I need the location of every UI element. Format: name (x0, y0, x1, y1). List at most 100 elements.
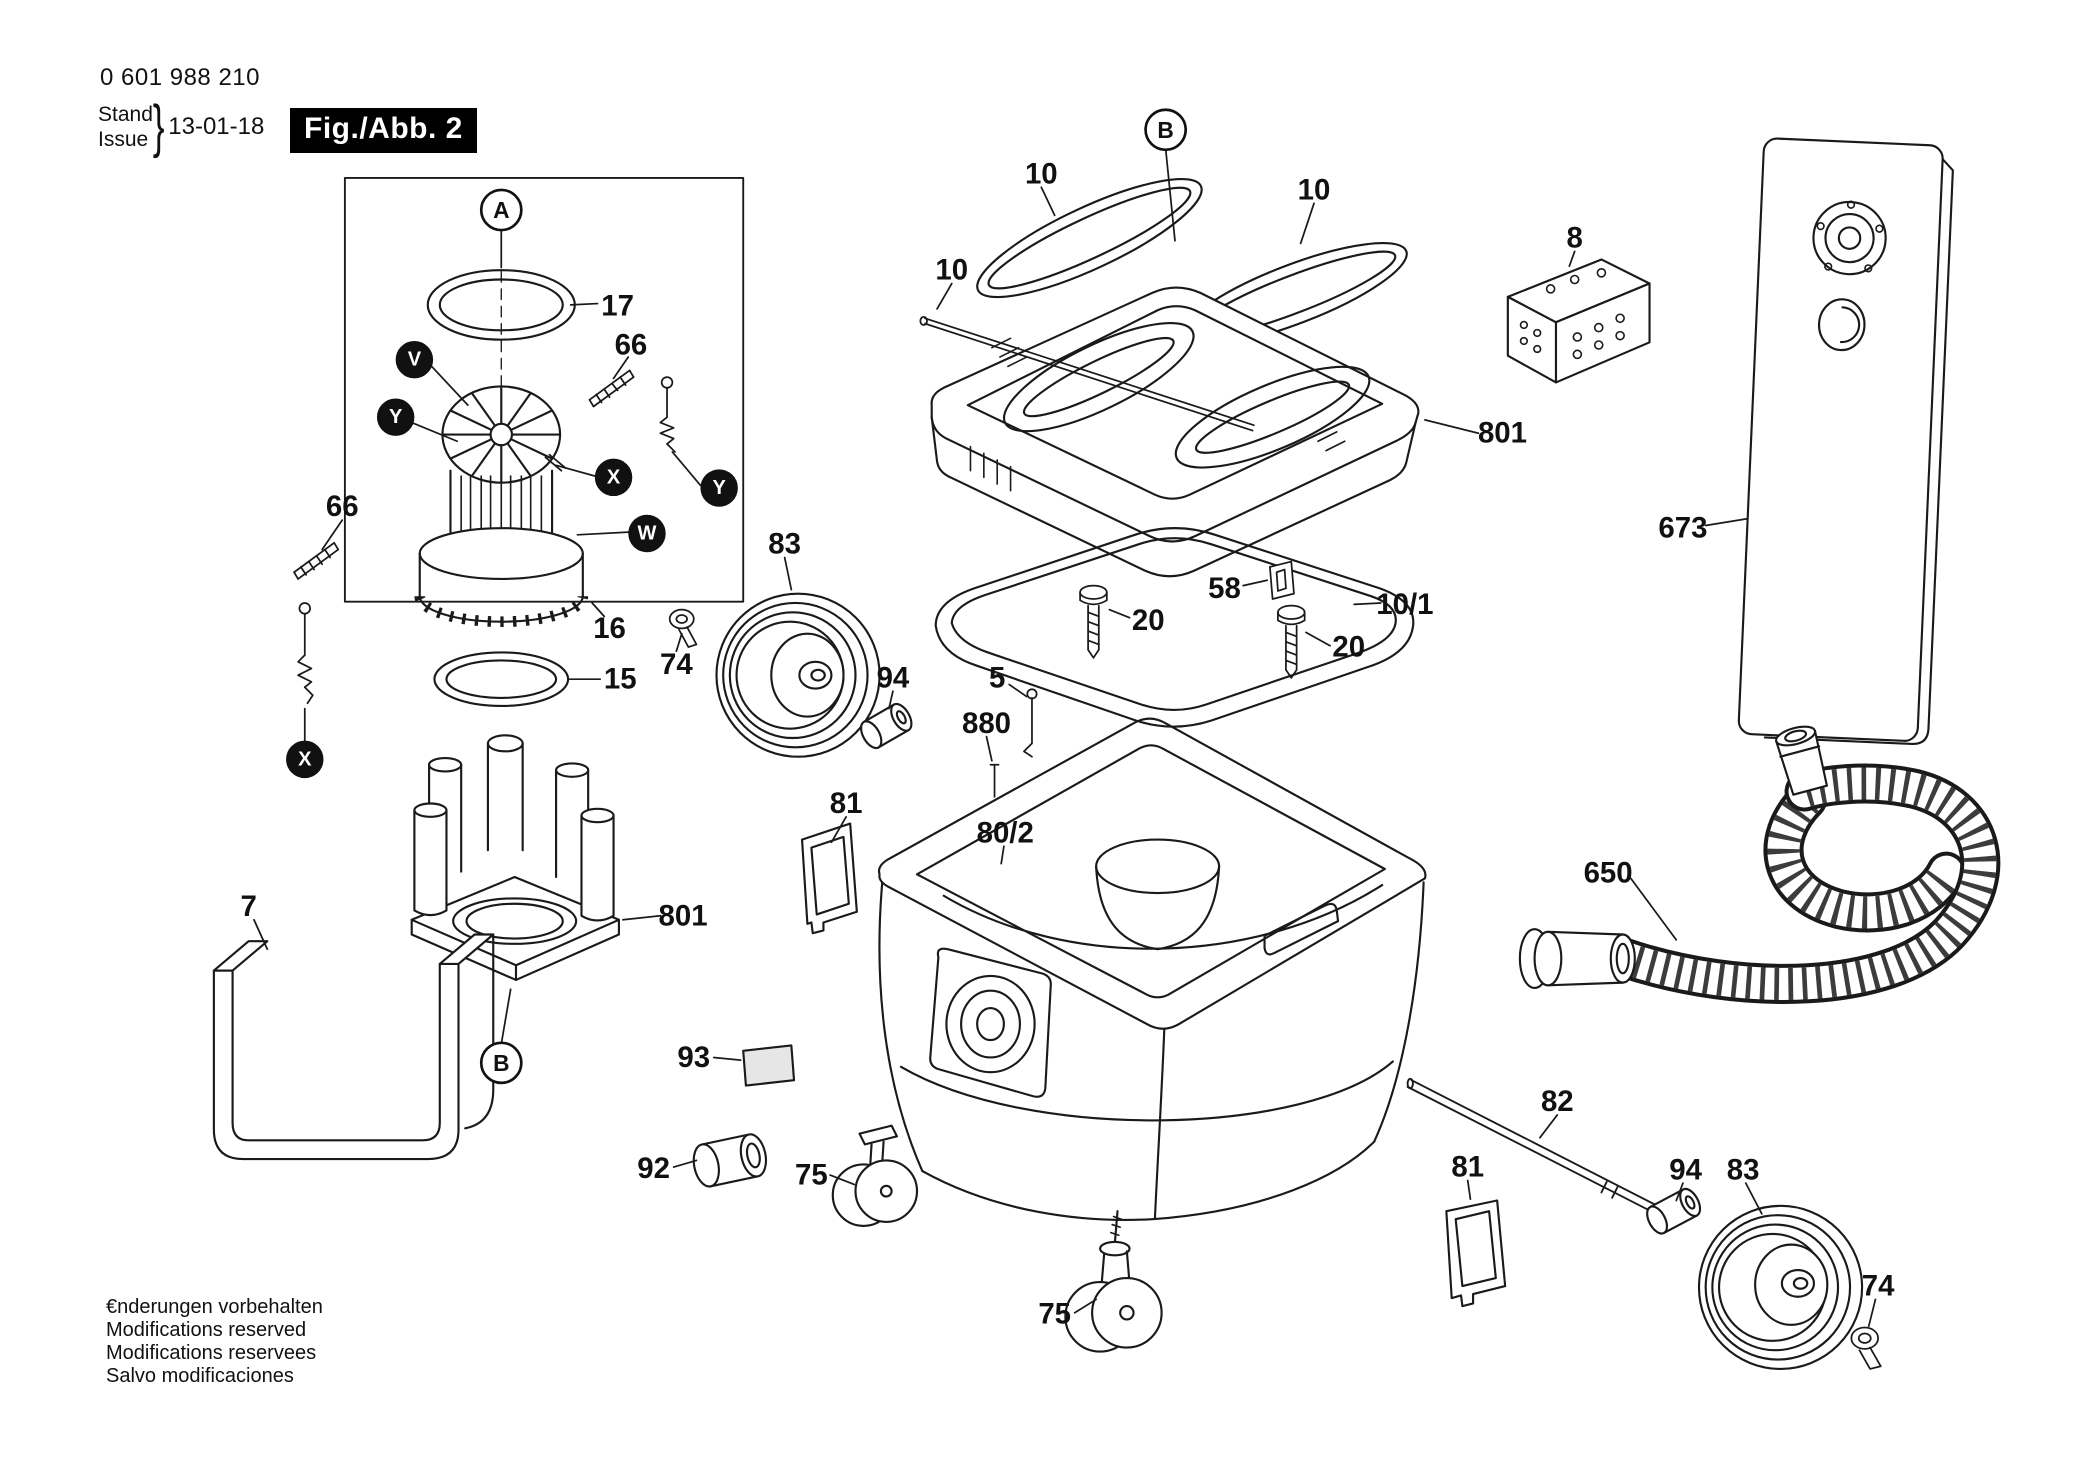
callout-82: 82 (1541, 1085, 1574, 1118)
sealing-ring-15 (433, 651, 570, 707)
spring-pin-right (659, 376, 676, 453)
document-number: 0 601 988 210 (100, 64, 260, 91)
svg-text:V: V (408, 349, 422, 371)
callout-74: 74 (1862, 1270, 1895, 1303)
plate-81-bottom (1445, 1199, 1507, 1308)
callout-W: W (628, 514, 666, 553)
brace-glyph: } (152, 94, 165, 159)
svg-text:66: 66 (326, 490, 359, 523)
callout-10: 10 (935, 254, 968, 287)
revision-block: Stand Issue } 13-01-18 (98, 94, 265, 159)
footer-notes: €nderungen vorbehalten Modifications res… (106, 1296, 323, 1388)
svg-text:94: 94 (877, 661, 910, 694)
svg-text:20: 20 (1132, 604, 1165, 637)
callout-66: 66 (615, 329, 648, 362)
callout-801: 801 (1478, 417, 1527, 450)
callout-75: 75 (1038, 1298, 1071, 1331)
callout-5: 5 (989, 661, 1005, 694)
frame-16 (343, 176, 745, 603)
callout-58: 58 (1208, 572, 1241, 605)
svg-text:880: 880 (962, 707, 1011, 740)
svg-text:X: X (607, 466, 621, 488)
callout-66: 66 (326, 490, 359, 523)
callout-16: 16 (593, 612, 626, 645)
screw-66-left (293, 541, 340, 580)
gasket-10-1 (934, 527, 1415, 728)
svg-text:10: 10 (1298, 173, 1331, 206)
svg-text:15: 15 (604, 663, 637, 696)
roller-94-bottom (1646, 1187, 1702, 1235)
callout-93: 93 (677, 1041, 710, 1074)
callout-17: 17 (601, 290, 634, 323)
callout-94: 94 (877, 661, 910, 694)
svg-text:10/1: 10/1 (1376, 588, 1433, 621)
callout-Y: Y (376, 398, 415, 436)
svg-text:83: 83 (1727, 1153, 1760, 1186)
callout-81: 81 (830, 787, 863, 820)
screw-20-left (1079, 584, 1108, 659)
svg-text:A: A (493, 197, 509, 223)
screw-20-right (1277, 604, 1306, 679)
svg-text:81: 81 (1451, 1151, 1484, 1184)
callout-20: 20 (1332, 631, 1365, 664)
hose-cuff-left (1518, 928, 1636, 990)
svg-text:94: 94 (1669, 1153, 1702, 1186)
wheel-83-bottom (1697, 1204, 1864, 1371)
svg-text:66: 66 (615, 329, 648, 362)
svg-text:74: 74 (1862, 1270, 1895, 1303)
clip-58 (1269, 560, 1295, 600)
plate-93 (742, 1044, 796, 1087)
lid-801 (930, 286, 1420, 578)
callout-75: 75 (795, 1159, 828, 1192)
pin-5 (1023, 688, 1038, 758)
seal-10-left (976, 178, 1203, 299)
callout-10-1: 10/1 (1376, 588, 1433, 621)
svg-text:10: 10 (1025, 157, 1058, 190)
svg-text:83: 83 (768, 528, 801, 561)
callout-880: 880 (962, 707, 1011, 740)
callout-81: 81 (1451, 1151, 1484, 1184)
callout-V: V (395, 340, 434, 379)
screw-74-bottom (1850, 1326, 1882, 1370)
base-stand-801 (410, 734, 620, 982)
svg-text:82: 82 (1541, 1085, 1574, 1118)
svg-text:7: 7 (240, 890, 256, 923)
screw-74-top (668, 608, 698, 648)
fitting-92 (692, 1133, 768, 1188)
svg-text:650: 650 (1584, 857, 1633, 890)
svg-text:75: 75 (795, 1159, 828, 1192)
callout-8: 8 (1566, 222, 1582, 255)
hose-cuff-top (1775, 725, 1828, 796)
callout-10: 10 (1298, 173, 1331, 206)
svg-text:74: 74 (660, 648, 693, 681)
axle-82 (1406, 1077, 1660, 1215)
callout-20: 20 (1132, 604, 1165, 637)
svg-text:58: 58 (1208, 572, 1241, 605)
callout-10: 10 (1025, 157, 1058, 190)
footer-line-de: €nderungen vorbehalten (106, 1296, 323, 1318)
leader-lines (253, 147, 1877, 1328)
svg-text:W: W (638, 522, 657, 544)
figure-label: Fig./Abb. 2 (290, 108, 477, 153)
footer-line-fr: Modifications reservees (106, 1342, 317, 1364)
roller-94-top (860, 702, 913, 750)
svg-text:801: 801 (659, 899, 708, 932)
callout-94: 94 (1669, 1153, 1702, 1186)
stand-label: Stand (98, 103, 153, 126)
callout-83: 83 (1727, 1153, 1760, 1186)
issue-date: 13-01-18 (168, 113, 265, 140)
inlet-port (929, 947, 1052, 1098)
svg-text:X: X (298, 748, 312, 770)
svg-text:5: 5 (989, 661, 1005, 694)
svg-text:93: 93 (677, 1041, 710, 1074)
svg-text:75: 75 (1038, 1298, 1071, 1331)
footer-line-es: Salvo modificaciones (106, 1365, 294, 1387)
terminal-block-8 (1506, 258, 1651, 384)
spring-pin-left (297, 602, 314, 705)
sealing-ring-17 (426, 269, 576, 341)
svg-text:16: 16 (593, 612, 626, 645)
svg-text:81: 81 (830, 787, 863, 820)
tank-body-container (878, 717, 1427, 1222)
callout-B: B (1144, 108, 1188, 152)
